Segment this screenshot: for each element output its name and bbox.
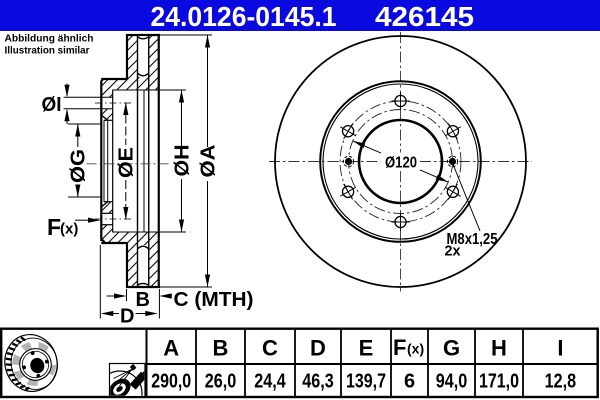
- svg-text:2x: 2x: [445, 243, 462, 260]
- svg-text:I: I: [557, 336, 563, 361]
- svg-text:(x): (x): [60, 221, 78, 238]
- svg-text:290,0: 290,0: [151, 371, 191, 393]
- svg-text:F: F: [393, 335, 406, 360]
- svg-text:H: H: [491, 336, 507, 361]
- svg-text:139,7: 139,7: [346, 371, 386, 393]
- svg-text:F: F: [47, 214, 61, 240]
- svg-text:Ø120: Ø120: [385, 155, 417, 172]
- svg-text:A: A: [163, 336, 179, 361]
- svg-text:94,0: 94,0: [436, 371, 468, 393]
- svg-text:24,4: 24,4: [254, 371, 286, 393]
- svg-text:B: B: [213, 336, 229, 361]
- svg-text:6: 6: [404, 371, 415, 393]
- svg-text:ØE: ØE: [116, 147, 138, 178]
- svg-text:ØI: ØI: [42, 94, 62, 116]
- svg-text:ØH: ØH: [172, 145, 194, 177]
- svg-text:46,3: 46,3: [302, 371, 334, 393]
- svg-text:ØA: ØA: [198, 145, 220, 178]
- svg-text:C (MTH): C (MTH): [174, 289, 254, 311]
- svg-text:D: D: [310, 336, 326, 361]
- svg-text:Abbildung ähnlich: Abbildung ähnlich: [5, 33, 94, 45]
- svg-text:M8x1,25: M8x1,25: [447, 231, 498, 248]
- svg-text:D: D: [120, 306, 134, 328]
- svg-text:(x): (x): [407, 341, 424, 357]
- svg-text:12,8: 12,8: [545, 371, 577, 393]
- svg-text:C: C: [262, 336, 278, 361]
- svg-text:426145: 426145: [375, 1, 474, 32]
- svg-text:B: B: [136, 289, 150, 311]
- svg-text:26,0: 26,0: [205, 371, 237, 393]
- svg-text:G: G: [443, 336, 460, 361]
- svg-text:ØG: ØG: [68, 149, 90, 183]
- svg-text:E: E: [359, 336, 374, 361]
- svg-text:171,0: 171,0: [479, 371, 519, 393]
- svg-text:Illustration similar: Illustration similar: [5, 45, 90, 57]
- svg-text:24.0126-0145.1: 24.0126-0145.1: [151, 1, 337, 32]
